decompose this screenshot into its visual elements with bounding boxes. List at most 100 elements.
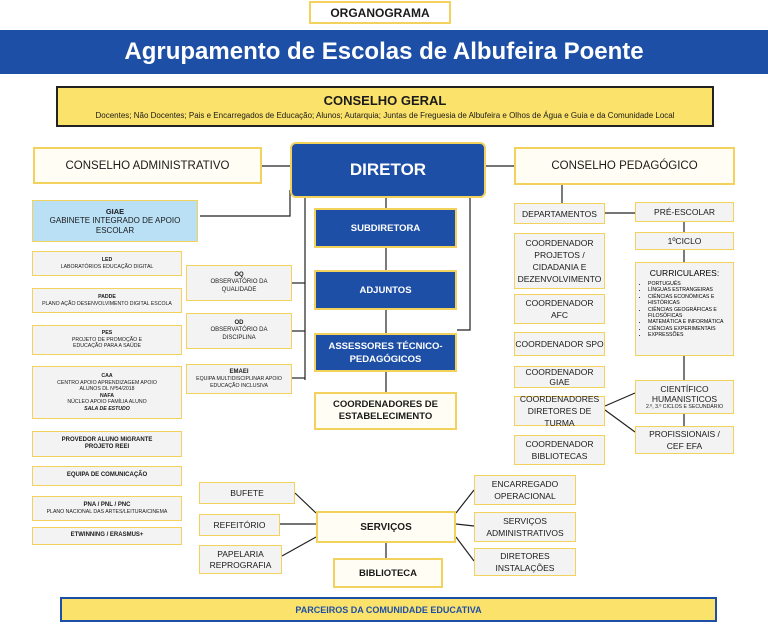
cientifico-sub: 2.º, 3.º CICLOS E SECUNDÁRIO	[645, 404, 723, 410]
page-title: Agrupamento de Escolas de Albufeira Poen…	[124, 38, 644, 65]
subdiretora-label: SUBDIRETORA	[350, 222, 421, 234]
conselho-pedagogico-box: CONSELHO PEDAGÓGICO	[514, 147, 735, 185]
nafa-title: NAFA	[99, 392, 115, 399]
led-title: LED	[101, 257, 113, 263]
coord-spo-label: COORDENADOR SPO	[515, 339, 604, 349]
cientifico-label: CIENTÍFICO HUMANISTICOS	[651, 384, 718, 404]
curriculares-box: CURRICULARES: PORTUGUÊS LÍNGUAS ESTRANGE…	[635, 262, 734, 356]
papelaria-box: PAPELARIA REPROGRAFIA	[199, 545, 282, 574]
emaei-text: EQUIPA MULTIDISCIPLINAR APOIO EDUCAÇÃO I…	[196, 376, 282, 389]
etwinning-box: ETWINNING / ERASMUS+	[32, 527, 182, 545]
servicos-label: SERVIÇOS	[360, 521, 412, 533]
etwinning-label: ETWINNING / ERASMUS+	[70, 532, 144, 539]
parceiros-label: PARCEIROS DA COMUNIDADE EDUCATIVA	[295, 604, 482, 615]
curricular-item: CIÊNCIAS ECONÓMICAS E HISTÓRICAS	[648, 294, 733, 307]
cientifico-box: CIENTÍFICO HUMANISTICOS 2.º, 3.º CICLOS …	[635, 380, 734, 414]
conselho-administrativo-label: CONSELHO ADMINISTRATIVO	[65, 159, 230, 172]
coord-afc-label: COORDENADOR AFC	[525, 298, 594, 320]
curricular-item: CIÊNCIAS EXPERIMENTAIS	[648, 326, 733, 332]
caa-nafa-box: CAA CENTRO APOIO APRENDIZAGEM APOIO ALUN…	[32, 366, 182, 419]
primeiro-ciclo-box: 1ºCICLO	[635, 232, 734, 250]
title-banner: Agrupamento de Escolas de Albufeira Poen…	[0, 30, 768, 74]
conselho-geral-members: Docentes; Não Docentes; Pais e Encarrega…	[95, 111, 675, 120]
coord-bibliotecas-label: COORDENADOR BIBLIOTECAS	[525, 439, 594, 461]
conselho-geral-title: CONSELHO GERAL	[323, 93, 447, 108]
coord-diretores-label: COORDENADORES DIRETORES DE TURMA	[519, 394, 600, 428]
bufete-box: BUFETE	[199, 482, 295, 504]
od-title: OD	[234, 319, 244, 326]
diretores-instalacoes-box: DIRETORES INSTALAÇÕES	[474, 548, 576, 576]
profissionais-label: PROFISSIONAIS / CEF EFA	[649, 429, 720, 451]
conselho-pedagogico-label: CONSELHO PEDAGÓGICO	[551, 160, 698, 172]
coord-projetos-label: COORDENADOR PROJETOS / CIDADANIA E DEZEN…	[517, 238, 602, 284]
coord-giae-label: COORDENADOR GIAE	[525, 367, 594, 387]
primeiro-ciclo-label: 1ºCICLO	[667, 236, 702, 246]
emaei-box: EMAEI EQUIPA MULTIDISCIPLINAR APOIO EDUC…	[186, 364, 292, 394]
padde-box: PADDE PLANO AÇÃO DESENVOLVIMENTO DIGITAL…	[32, 288, 182, 313]
refeitorio-label: REFEITÓRIO	[213, 520, 266, 530]
conselho-administrativo-box: CONSELHO ADMINISTRATIVO	[33, 147, 262, 184]
diretores-instalacoes-label: DIRETORES INSTALAÇÕES	[495, 551, 555, 573]
coord-diretores-box: COORDENADORES DIRETORES DE TURMA	[514, 394, 605, 428]
caa-text: CENTRO APOIO APRENDIZAGEM APOIO ALUNOS D…	[57, 379, 157, 393]
coord-giae-box: COORDENADOR GIAE	[514, 366, 605, 388]
servicos-administrativos-box: SERVIÇOS ADMINISTRATIVOS	[474, 512, 576, 542]
curricular-item: PORTUGUÊS	[648, 281, 733, 287]
pes-text: PROJETO DE PROMOÇÃO E EDUCAÇÃO PARA A SA…	[71, 336, 143, 350]
assessores-label: ASSESSORES TÉCNICO-PEDAGÓGICOS	[328, 340, 443, 365]
od-text: OBSERVATÓRIO DA DISCIPLINA	[210, 327, 268, 341]
bufete-label: BUFETE	[230, 488, 264, 498]
biblioteca-label: BIBLIOTECA	[358, 567, 418, 579]
coord-spo-box: COORDENADOR SPO	[514, 332, 605, 356]
oq-box: OQ OBSERVATÓRIO DA QUALIDADE	[186, 265, 292, 301]
padde-title: PADDE	[98, 294, 116, 300]
parceiros-box: PARCEIROS DA COMUNIDADE EDUCATIVA	[60, 597, 717, 622]
biblioteca-box: BIBLIOTECA	[333, 558, 443, 588]
papelaria-label: PAPELARIA REPROGRAFIA	[209, 548, 272, 570]
comunicacao-label: EQUIPA DE COMUNICAÇÃO	[66, 472, 148, 479]
comunicacao-box: EQUIPA DE COMUNICAÇÃO	[32, 466, 182, 486]
servicos-box: SERVIÇOS	[316, 511, 456, 543]
departamentos-label: DEPARTAMENTOS	[522, 208, 597, 219]
assessores-box: ASSESSORES TÉCNICO-PEDAGÓGICOS	[314, 333, 457, 372]
organograma-tag: ORGANOGRAMA	[309, 1, 451, 24]
pna-text: PLANO NACIONAL DAS ARTES/LEITURA/CINEMA	[46, 509, 168, 515]
coord-afc-box: COORDENADOR AFC	[514, 294, 605, 324]
curricular-item: EXPRESSÕES	[648, 332, 733, 338]
departamentos-box: DEPARTAMENTOS	[514, 203, 605, 224]
adjuntos-box: ADJUNTOS	[314, 270, 457, 310]
profissionais-box: PROFISSIONAIS / CEF EFA	[635, 426, 734, 454]
od-box: OD OBSERVATÓRIO DA DISCIPLINA	[186, 313, 292, 349]
curriculares-title: CURRICULARES:	[649, 268, 720, 278]
encarregado-label: ENCARREGADO OPERACIONAL	[491, 479, 559, 501]
emaei-title: EMAEI	[229, 368, 249, 375]
provedor-box: PROVEDOR ALUNO MIGRANTE PROJETO REEI	[32, 431, 182, 457]
coordenadores-estabelecimento-label: COORDENADORES DE ESTABELECIMENTO	[332, 399, 439, 422]
caa-title: CAA	[101, 373, 113, 379]
giae-title: GIAE	[105, 206, 125, 216]
oq-text: OBSERVATÓRIO DA QUALIDADE	[210, 279, 268, 293]
coord-bibliotecas-box: COORDENADOR BIBLIOTECAS	[514, 435, 605, 465]
pre-escolar-box: PRÉ-ESCOLAR	[635, 202, 734, 222]
pes-title: PES	[101, 330, 113, 337]
provedor-label: PROVEDOR ALUNO MIGRANTE	[61, 436, 153, 443]
nafa-text: NÚCLEO APOIO FAMÍLIA ALUNO	[67, 399, 147, 405]
coord-projetos-box: COORDENADOR PROJETOS / CIDADANIA E DEZEN…	[514, 233, 605, 289]
curriculares-list: PORTUGUÊS LÍNGUAS ESTRANGEIRAS CIÊNCIAS …	[636, 281, 733, 339]
pes-box: PES PROJETO DE PROMOÇÃO E EDUCAÇÃO PARA …	[32, 325, 182, 355]
adjuntos-label: ADJUNTOS	[359, 284, 412, 296]
servicos-administrativos-label: SERVIÇOS ADMINISTRATIVOS	[486, 516, 564, 538]
organograma-label: ORGANOGRAMA	[330, 5, 430, 20]
conselho-geral-box: CONSELHO GERAL Docentes; Não Docentes; P…	[56, 86, 714, 127]
curricular-item: CIÊNCIAS GEOGRÁFICAS E FILOSÓFICAS	[648, 307, 733, 320]
diretor-label: DIRETOR	[349, 160, 427, 179]
reei-label: PROJETO REEI	[84, 444, 130, 450]
subdiretora-box: SUBDIRETORA	[314, 208, 457, 248]
led-box: LED LABORATÓRIOS EDUCAÇÃO DIGITAL	[32, 251, 182, 276]
curricular-item: LÍNGUAS ESTRANGEIRAS	[648, 287, 733, 293]
coordenadores-estabelecimento-box: COORDENADORES DE ESTABELECIMENTO	[314, 392, 457, 430]
pna-box: PNA / PNL / PNC PLANO NACIONAL DAS ARTES…	[32, 496, 182, 521]
padde-text: PLANO AÇÃO DESENVOLVIMENTO DIGITAL ESCOL…	[42, 300, 172, 307]
led-text: LABORATÓRIOS EDUCAÇÃO DIGITAL	[60, 263, 154, 270]
